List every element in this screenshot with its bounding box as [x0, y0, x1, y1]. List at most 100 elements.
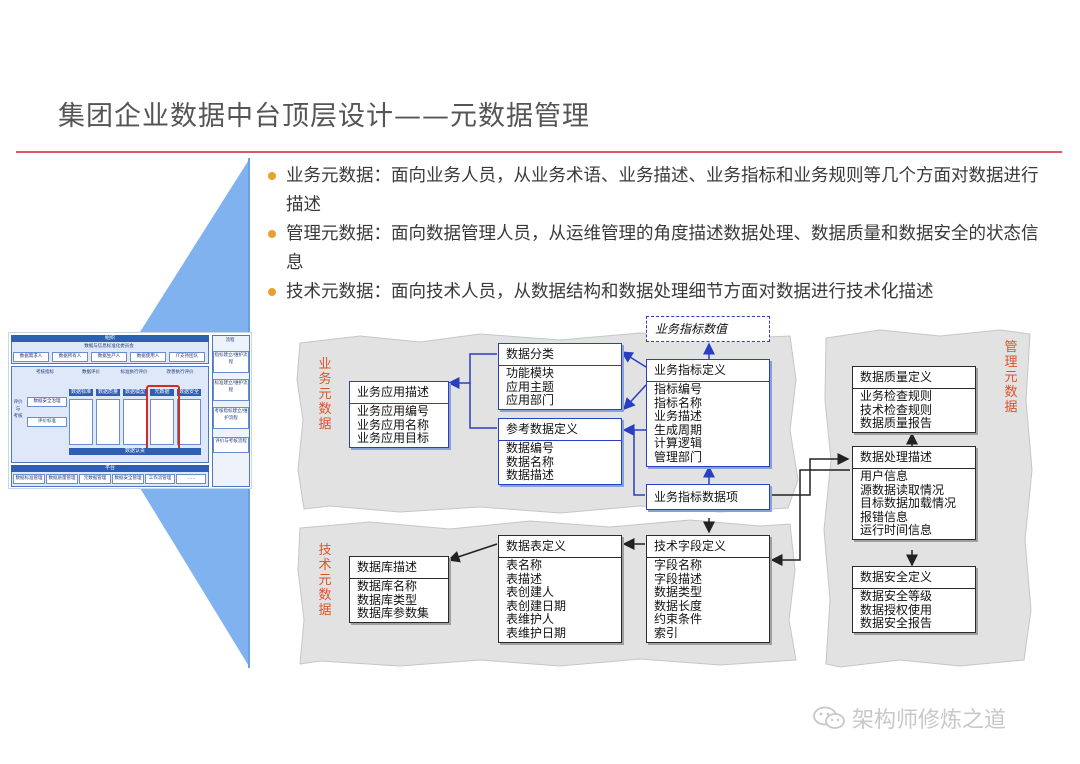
indicator-def-box: 业务指标定义 指标编号指标名称业务描述生成周期计算逻辑管理部门: [646, 359, 770, 467]
field-def-box: 技术字段定义 字段名称字段描述数据类型数据长度约束条件索引: [646, 535, 770, 643]
ref-data-title: 参考数据定义: [499, 419, 621, 441]
box-item: 表名称: [506, 558, 543, 572]
wechat-icon: [813, 706, 845, 729]
platform-header: 平台: [11, 465, 209, 472]
bullet-list: 业务元数据：面向业务人员，从业务术语、业务描述、业务指标和业务规则等几个方面对数…: [268, 162, 1048, 307]
row2-cell: 考核指标: [36, 370, 54, 375]
box-item: 业务应用目标: [357, 431, 430, 446]
platform-cell: 数据标准管理: [13, 474, 45, 484]
security-box: 数据安全定义 数据安全等级数据授权使用数据安全报告: [852, 566, 976, 633]
col-body: [150, 399, 174, 445]
col-header: 数据安全: [177, 389, 201, 396]
process-header: 流程: [225, 338, 235, 343]
box-item: 数据质量报告: [860, 416, 933, 431]
bottom-bar: 数据认责: [69, 448, 201, 455]
quality-box: 数据质量定义 业务检查规则技术检查规则数据质量报告: [852, 366, 976, 433]
box-item: 数据编号: [506, 441, 555, 455]
box-item: 应用部门: [506, 393, 555, 408]
box-item: 业务检查规则: [860, 389, 933, 403]
platform-cell: 工作流管理: [145, 474, 175, 484]
platform-cell: 数据质量管理: [46, 474, 78, 484]
box-item: 指标名称: [654, 395, 703, 410]
process-cell: 标准建立/维护流程: [213, 379, 249, 401]
watermark-text: 架构师修炼之道: [852, 708, 1007, 733]
bullet-item: 业务元数据：面向业务人员，从业务术语、业务描述、业务指标和业务规则等几个方面对数…: [268, 162, 1048, 220]
bullet-dot-icon: [268, 230, 276, 238]
box-item: 目标数据加载情况: [860, 496, 957, 511]
security-title: 数据安全定义: [853, 567, 975, 589]
box-item: 表维护日期: [506, 625, 567, 640]
box-item: 表维护人: [506, 612, 555, 627]
data-class-box: 数据分类 功能模块应用主题应用部门: [498, 343, 622, 410]
box-item: 数据授权使用: [860, 602, 933, 617]
box-item: 业务应用名称: [357, 417, 430, 432]
col-body: [69, 399, 93, 445]
indicator-item-box: 业务指标数据项: [646, 484, 770, 510]
box-item: 用户信息: [860, 469, 909, 483]
col-header: 元数据: [150, 389, 174, 396]
platform-cell: 元数据管理: [79, 474, 111, 484]
box-item: 功能模块: [506, 366, 555, 380]
data-class-title: 数据分类: [499, 344, 621, 366]
watermark: 架构师修炼之道: [812, 702, 1006, 734]
box-item: 数据名称: [506, 454, 555, 469]
bullet-dot-icon: [268, 172, 276, 180]
box-item: 报错信息: [860, 509, 909, 524]
box-item: 数据库类型: [357, 592, 418, 607]
side-left: 评价与考核: [13, 400, 23, 419]
box-item: 运行时间信息: [860, 523, 933, 538]
bullet-item: 管理元数据：面向数据管理人员，从运维管理的角度描述数据处理、数据质量和数据安全的…: [268, 220, 1048, 278]
platform-cell: ……: [176, 474, 206, 484]
table-def-title: 数据表定义: [499, 536, 621, 558]
box-item: 应用主题: [506, 379, 555, 394]
box-item: 计算逻辑: [654, 436, 703, 451]
title-divider: [16, 151, 1062, 153]
indicator-item-title: 业务指标数据项: [654, 490, 739, 504]
box-item: 表创建人: [506, 585, 555, 600]
col-header: 数据标准: [69, 389, 93, 396]
field-def-title: 技术字段定义: [647, 536, 769, 558]
indicator-value-box: 业务指标数值: [646, 316, 770, 342]
box-item: 字段名称: [654, 558, 703, 572]
quality-title: 数据质量定义: [853, 367, 975, 389]
row2-cell: 标准执行评价: [120, 370, 148, 375]
row2-cell: 改善执行评价: [166, 370, 194, 375]
page-title: 集团企业数据中台顶层设计——元数据管理: [58, 101, 590, 132]
box-item: 表描述: [506, 571, 543, 586]
box-item: 索引: [654, 625, 679, 640]
box-item: 字段描述: [654, 571, 703, 586]
box-item: 技术检查规则: [860, 402, 933, 417]
process-cell: 指标建立/维护流程: [213, 351, 249, 373]
box-item: 数据库参数集: [357, 606, 430, 621]
row2-cell: 数据评价: [82, 370, 100, 375]
box-item: 业务应用编号: [357, 404, 430, 418]
indicator-def-title: 业务指标定义: [647, 360, 769, 382]
box-item: 数据安全报告: [860, 616, 933, 631]
org-header: 组织: [11, 335, 209, 342]
app-desc-box: 业务应用描述 业务应用编号业务应用名称业务应用目标: [349, 381, 449, 448]
box-item: 生成周期: [654, 422, 703, 437]
role-cell: 数据生产人: [91, 352, 127, 362]
box-item: 数据库名称: [357, 579, 418, 593]
process-cell: 评价与考核流程: [213, 437, 249, 453]
platform-cell: 数据安全管理: [112, 474, 144, 484]
col-header: 数据模型: [123, 389, 147, 396]
role-cell: 数据需求人: [13, 352, 49, 362]
role-cell: 数据所有人: [52, 352, 88, 362]
role-cell: IT支持团队: [169, 352, 205, 362]
box-item: 约束条件: [654, 612, 703, 627]
bullet-item: 技术元数据：面向技术人员，从数据结构和数据处理细节方面对数据进行技术化描述: [268, 278, 1048, 307]
process-cell: 考核指标建立/维护流程: [213, 407, 249, 429]
org-sub: 数据与信息标准化委员会: [84, 344, 134, 349]
bullet-dot-icon: [268, 288, 276, 296]
label-business: 业务元数据: [318, 357, 332, 432]
inner-left-cell: 数据安全治理: [27, 397, 67, 407]
box-item: 数据描述: [506, 468, 555, 483]
ref-data-box: 参考数据定义 数据编号数据名称数据描述: [498, 418, 622, 485]
inner-left-cell: 评价标准: [27, 417, 67, 427]
governance-thumbnail: 组织 数据与信息标准化委员会 数据需求人 数据所有人 数据生产人 数据使用人 I…: [8, 332, 252, 489]
box-item: 业务描述: [654, 409, 703, 424]
box-item: 指标编号: [654, 382, 703, 396]
table-def-box: 数据表定义 表名称表描述表创建人表创建日期表维护人表维护日期: [498, 535, 622, 643]
